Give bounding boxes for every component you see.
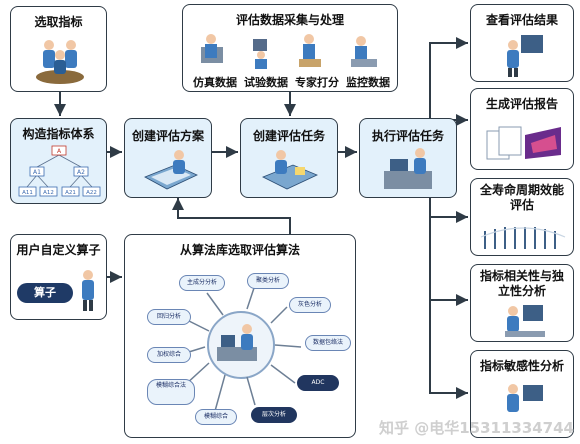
operator-person-figure — [82, 270, 94, 311]
algo-regression[interactable]: 回归分析 — [147, 309, 191, 325]
algo-dea[interactable]: 数据包络法 — [305, 335, 351, 351]
data-source-test: 试验数据 — [244, 76, 288, 89]
algorithm-library-box: 从算法库选取评估算法 主成分分析 聚类分析 灰色分析 数据包络法 ADC 层次分… — [124, 234, 356, 438]
data-source-figures — [201, 34, 377, 69]
correlation-title: 指标相关性与独立性分析 — [479, 269, 564, 298]
report-figure — [486, 126, 561, 160]
planner-figure — [144, 150, 198, 190]
algo-cluster[interactable]: 聚类分析 — [247, 273, 289, 289]
result-view-box: 查看评估结果 — [470, 4, 574, 82]
select-indicators-box: 选取指标 — [10, 6, 107, 92]
build-indicator-system-box: 构造指标体系 A A1 A2 A11 A12 A21 A22 — [10, 118, 107, 204]
meeting-people-figure — [36, 40, 84, 84]
sensitivity-figure — [507, 384, 543, 412]
algo-ahp[interactable]: 层次分析 — [251, 407, 297, 423]
algo-weighted[interactable]: 加权综合 — [147, 347, 191, 363]
algorithm-center-figure — [217, 324, 257, 361]
operator-label: 算子 — [34, 286, 56, 299]
execute-task-box: 执行评估任务 — [359, 118, 457, 198]
create-task-box: 创建评估任务 — [240, 118, 338, 198]
tree-node-a11: A11 — [22, 190, 33, 196]
build-system-title: 构造指标体系 — [22, 127, 95, 141]
algo-adc[interactable]: ADC — [297, 375, 339, 391]
operator-badge: 算子 — [17, 283, 73, 303]
create-plan-box: 创建评估方案 — [124, 118, 212, 198]
data-collection-box: 评估数据采集与处理 仿真数据 试验数据 专家打分 监控数据 — [182, 4, 398, 92]
data-source-expert: 专家打分 — [295, 76, 339, 89]
tree-node-a2: A2 — [77, 169, 85, 176]
lifecycle-title: 全寿命周期效能评估 — [479, 183, 564, 212]
sensitivity-title: 指标敏感性分析 — [479, 359, 564, 373]
algo-grey[interactable]: 灰色分析 — [289, 297, 331, 313]
algo-fuzzy-method[interactable]: 模糊综合法 — [147, 379, 195, 405]
correlation-figure — [505, 305, 545, 337]
create-plan-title: 创建评估方案 — [131, 129, 204, 143]
test-data-figure — [253, 39, 267, 69]
watermark: 知乎 @电华15311334744 — [378, 419, 574, 437]
lifecycle-figure — [480, 227, 566, 249]
tree-node-a22: A22 — [86, 190, 97, 196]
monitor-data-figure — [351, 36, 377, 67]
report-title: 生成评估报告 — [485, 97, 558, 111]
indicator-tree-figure: A A1 A2 A11 A12 A21 A22 — [18, 145, 101, 197]
simulation-data-figure — [201, 34, 223, 63]
sensitivity-box: 指标敏感性分析 — [470, 350, 574, 438]
tree-node-a1: A1 — [33, 169, 41, 176]
expert-score-figure — [299, 34, 321, 67]
algo-fuzzy[interactable]: 模糊综合 — [195, 409, 237, 425]
tree-node-a12: A12 — [43, 190, 54, 196]
data-source-monitor: 监控数据 — [346, 76, 390, 89]
executor-figure — [384, 148, 432, 189]
user-operator-box: 用户自定义算子 算子 — [10, 234, 107, 320]
algorithm-library-title: 从算法库选取评估算法 — [179, 243, 300, 257]
arrow-to-sensitivity — [429, 180, 468, 399]
arrow-algo-to-plan — [172, 198, 291, 234]
select-indicators-title: 选取指标 — [34, 15, 83, 29]
data-collection-title: 评估数据采集与处理 — [235, 13, 344, 27]
result-view-title: 查看评估结果 — [485, 13, 558, 27]
arrow-to-view-results — [429, 37, 468, 130]
user-operator-title: 用户自定义算子 — [16, 243, 101, 257]
tree-node-a: A — [57, 148, 62, 155]
lifecycle-box: 全寿命周期效能评估 — [470, 178, 574, 256]
create-task-title: 创建评估任务 — [252, 129, 325, 143]
report-box: 生成评估报告 — [470, 88, 574, 170]
execute-task-title: 执行评估任务 — [371, 129, 444, 143]
viewer-figure — [507, 35, 543, 77]
correlation-box: 指标相关性与独立性分析 — [470, 264, 574, 342]
algo-pca[interactable]: 主成分分析 — [179, 275, 225, 291]
task-creator-figure — [262, 150, 318, 190]
tree-node-a21: A21 — [65, 190, 76, 196]
data-source-simulation: 仿真数据 — [193, 76, 237, 89]
